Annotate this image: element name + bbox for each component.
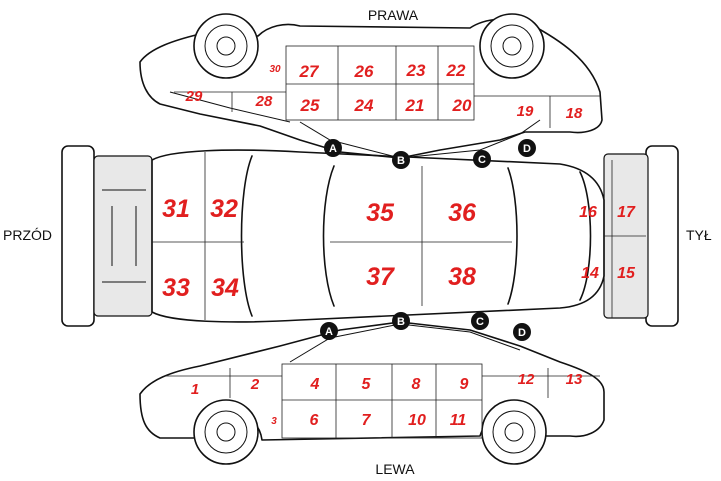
pillar-label-top-c: C: [478, 154, 486, 166]
zone-label: 26: [354, 62, 374, 81]
zone-label: 7: [362, 412, 372, 429]
rear-window: [508, 168, 517, 304]
front-grille: [94, 156, 152, 316]
zone-label: 27: [299, 62, 320, 81]
zone-label: 23: [406, 61, 426, 80]
zone-label: 36: [448, 199, 477, 227]
zone-label: 12: [518, 371, 535, 388]
zone-label: 5: [362, 376, 372, 393]
zone-label: 30: [269, 64, 281, 75]
pillar-label-top-d: D: [523, 143, 531, 155]
pillar-label-bottom-c: C: [476, 316, 484, 328]
zone-label: 2: [250, 376, 260, 393]
zone-label: 1: [191, 381, 199, 398]
label-left-side: LEWA: [375, 461, 415, 477]
zone-label: 25: [300, 96, 320, 115]
car-top-view: [62, 146, 678, 326]
zone-label: 11: [450, 412, 467, 429]
pillar-label-bottom-d: D: [518, 327, 526, 339]
zone-label: 22: [446, 61, 466, 80]
right-side-front-wheel: [194, 14, 258, 78]
label-front: PRZÓD: [3, 227, 52, 243]
zone-label: 32: [210, 195, 238, 223]
zone-label: 33: [162, 274, 190, 302]
label-rear: TYŁ: [686, 227, 712, 243]
left-side-front-wheel: [194, 400, 258, 464]
zone-numbers-top-view: 31 32 33 34 35 36 37 38 16 17 14 15: [162, 195, 636, 302]
left-side-rear-wheel: [482, 400, 546, 464]
zone-label: 37: [366, 263, 395, 291]
zone-label: 4: [310, 376, 320, 393]
right-side-rear-wheel: [480, 14, 544, 78]
zone-label: 29: [185, 88, 203, 105]
label-right-side: PRAWA: [368, 7, 419, 23]
zone-label: 34: [211, 274, 239, 302]
zone-label: 6: [310, 412, 319, 429]
zone-label: 16: [579, 204, 597, 221]
zone-label: 3: [271, 416, 277, 427]
zone-label: 17: [617, 204, 636, 221]
zone-label: 13: [566, 371, 583, 388]
car-right-side: [140, 14, 602, 158]
rear-bumper: [646, 146, 678, 326]
car-left-side: [140, 322, 604, 464]
zone-label: 28: [255, 93, 273, 110]
zone-label: 19: [517, 103, 534, 120]
zone-label: 20: [452, 96, 472, 115]
zone-label: 31: [162, 195, 190, 223]
zone-label: 15: [617, 265, 636, 282]
front-bumper: [62, 146, 94, 326]
hood-edge: [242, 156, 253, 316]
zone-label: 35: [366, 199, 395, 227]
zone-label: 9: [460, 376, 469, 393]
pillar-label-bottom-b: B: [397, 316, 405, 328]
windshield-front: [324, 166, 335, 306]
zone-label: 21: [405, 96, 425, 115]
zone-label: 8: [412, 376, 421, 393]
zone-label: 24: [354, 96, 374, 115]
pillar-label-top-a: A: [329, 143, 337, 155]
pillar-label-top-b: B: [397, 155, 405, 167]
zone-label: 14: [581, 265, 599, 282]
zone-label: 18: [566, 105, 583, 122]
zone-label: 10: [408, 412, 426, 429]
pillar-label-bottom-a: A: [325, 326, 333, 338]
zone-label: 38: [448, 263, 476, 291]
